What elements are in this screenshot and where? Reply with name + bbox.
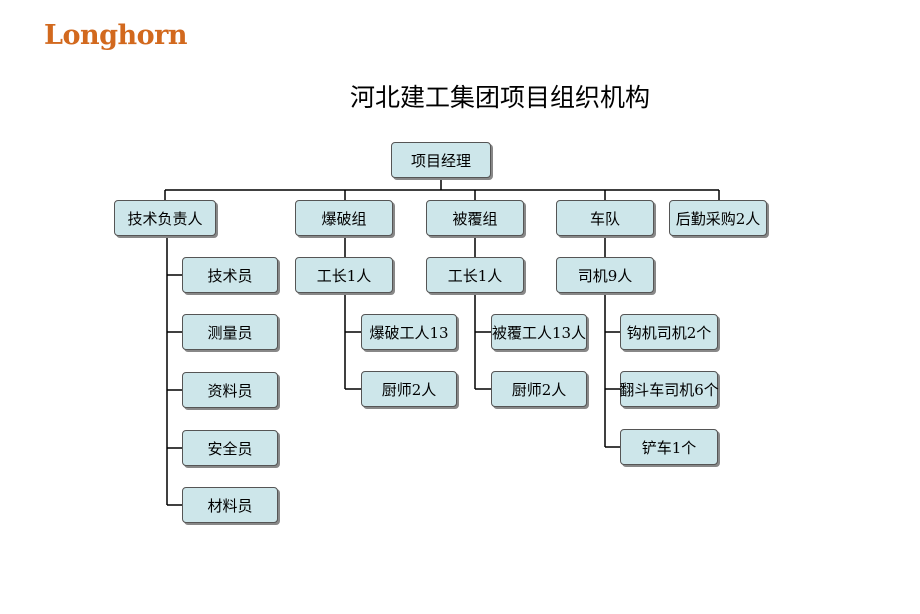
- longhorn-logo: Longhorn: [44, 20, 188, 51]
- node-shovel: 铲车1个: [620, 429, 718, 465]
- node-records: 资料员: [182, 372, 278, 408]
- node-tech-staff: 技术员: [182, 257, 278, 293]
- node-cover-foreman: 工长1人: [426, 257, 524, 293]
- node-tech-lead: 技术负责人: [114, 200, 216, 236]
- node-surveyor: 测量员: [182, 314, 278, 350]
- node-blast-cooks: 厨师2人: [361, 371, 457, 407]
- node-dump-drivers: 翻斗车司机6个: [619, 371, 719, 407]
- node-blast-workers: 爆破工人13: [361, 314, 457, 350]
- node-materials: 材料员: [182, 487, 278, 523]
- node-cover-cooks: 厨师2人: [491, 371, 587, 407]
- node-logistics: 后勤采购2人: [669, 200, 767, 236]
- node-cover-group: 被覆组: [426, 200, 524, 236]
- node-blast-foreman: 工长1人: [295, 257, 393, 293]
- chart-title: 河北建工集团项目组织机构: [349, 83, 650, 112]
- node-fleet: 车队: [556, 200, 654, 236]
- node-blast-group: 爆破组: [295, 200, 393, 236]
- node-hook-drivers: 钩机司机2个: [620, 314, 718, 350]
- node-drivers: 司机9人: [556, 257, 654, 293]
- node-safety: 安全员: [182, 430, 278, 466]
- node-project-manager: 项目经理: [391, 142, 491, 178]
- node-cover-workers: 被覆工人13人: [491, 314, 587, 350]
